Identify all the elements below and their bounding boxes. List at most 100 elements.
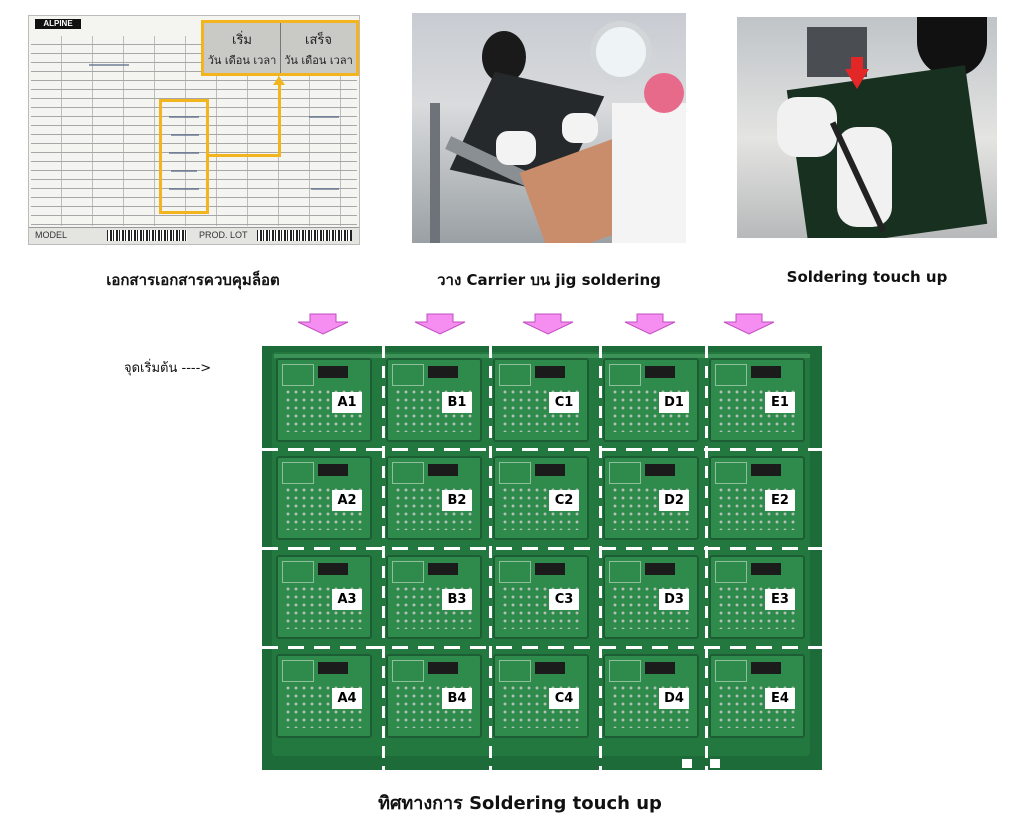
pcb-module [603,555,699,639]
carrier-on-jig-photo [412,13,686,243]
prod-lot-label: PROD. LOT [199,230,248,240]
date-column-highlight [159,99,209,214]
pcb-chip [428,662,458,674]
pcb-chip [645,464,675,476]
pcb-silk [282,462,314,484]
handwriting [309,116,339,118]
pcb-silk [715,561,747,583]
pcb-cell-label: E3 [765,589,795,610]
pcb-chip [751,366,781,378]
arrow-up-icon [273,76,285,85]
handwriting [311,188,339,190]
pcb-chip [645,563,675,575]
pcb-chip [428,366,458,378]
soldering-touch-up-photo [737,17,997,238]
pcb-chip [318,563,348,575]
pcb-chip [751,662,781,674]
pcb-cell-label: D1 [659,392,689,413]
down-arrow-icon [624,313,676,335]
pcb-rail [274,354,810,358]
handwriting [171,134,199,136]
pcb-chip [645,662,675,674]
pcb-chip [645,366,675,378]
handwriting [171,170,197,172]
cut-line-horizontal [262,448,822,451]
zoom-end-subtitle: วัน เดือน เวลา [284,54,353,67]
pcb-cell-label: C3 [549,589,579,610]
pcb-silk [715,364,747,386]
fiducial-mark [682,759,692,768]
caption-carrier: วาง Carrier บน jig soldering [437,271,661,289]
pcb-silk [609,561,641,583]
operator-uniform [612,103,686,243]
pcb-chip [751,563,781,575]
pcb-cell-label: B3 [442,589,472,610]
cut-line-vertical [382,346,385,770]
soldering-direction-title: ทิศทางการ Soldering touch up [378,793,662,814]
down-arrow-icon [297,313,349,335]
pcb-silk [282,660,314,682]
pcb-cell-label: D2 [659,490,689,511]
handwriting [169,116,199,118]
gloved-hand [496,131,536,165]
gloved-hand [562,113,598,143]
down-arrow-icon [414,313,466,335]
pcb-chip [535,366,565,378]
pcb-silk [392,364,424,386]
document-footer: MODEL PROD. LOT [29,227,359,244]
cut-line-vertical [489,346,492,770]
zoom-start-subtitle: วัน เดือน เวลา [207,54,277,67]
pcb-module [386,456,482,540]
pcb-cell-label: B4 [442,688,472,709]
pcb-module [276,358,372,442]
cut-line-horizontal [262,547,822,550]
handwriting [169,188,199,190]
caption-document: เอกสารเอกสารควบคุมล็อต [106,271,280,289]
down-arrow-icon [522,313,574,335]
barcode-icon [257,230,352,241]
pcb-cell-label: E1 [765,392,795,413]
down-arrow-icon [723,313,775,335]
pcb-module [493,358,589,442]
fiducial-mark [710,759,720,768]
pcb-cell-label: A3 [332,589,362,610]
pcb-silk [392,462,424,484]
pcb-chip [428,563,458,575]
gloved-hand [777,97,837,157]
pcb-chip [318,366,348,378]
caption-touchup: Soldering touch up [786,268,948,286]
cut-line-horizontal [262,646,822,649]
handwriting [89,64,129,66]
handwriting [169,152,199,154]
highlight-connector [209,154,281,157]
start-point-label: จุดเริ่มต้น ----> [124,361,212,376]
pcb-cell-label: A4 [332,688,362,709]
pcb-silk [715,462,747,484]
pcb-cell-label: E2 [765,490,795,511]
pcb-chip [318,464,348,476]
pcb-chip [535,563,565,575]
pcb-silk [499,660,531,682]
magnifier-lamp [590,21,652,83]
jig-post [430,103,440,243]
pcb-cell-label: A2 [332,490,362,511]
pcb-silk [609,462,641,484]
pcb-cell-label: C2 [549,490,579,511]
zoom-callout: เริ่ม วัน เดือน เวลา เสร็จ วัน เดือน เวล… [201,20,359,76]
zoom-end-column: เสร็จ วัน เดือน เวลา [280,23,356,73]
pcb-silk [499,462,531,484]
red-arrow-icon [851,57,863,71]
model-label: MODEL [35,230,68,240]
pcb-silk [715,660,747,682]
pcb-module [709,456,805,540]
pcb-silk [609,364,641,386]
pcb-chip [318,662,348,674]
pcb-silk [282,364,314,386]
barcode-icon [107,230,187,241]
cut-line-vertical [705,346,708,770]
pcb-cell-label: C1 [549,392,579,413]
pcb-cell-label: B1 [442,392,472,413]
pcb-cell-label: D4 [659,688,689,709]
pcb-silk [392,660,424,682]
